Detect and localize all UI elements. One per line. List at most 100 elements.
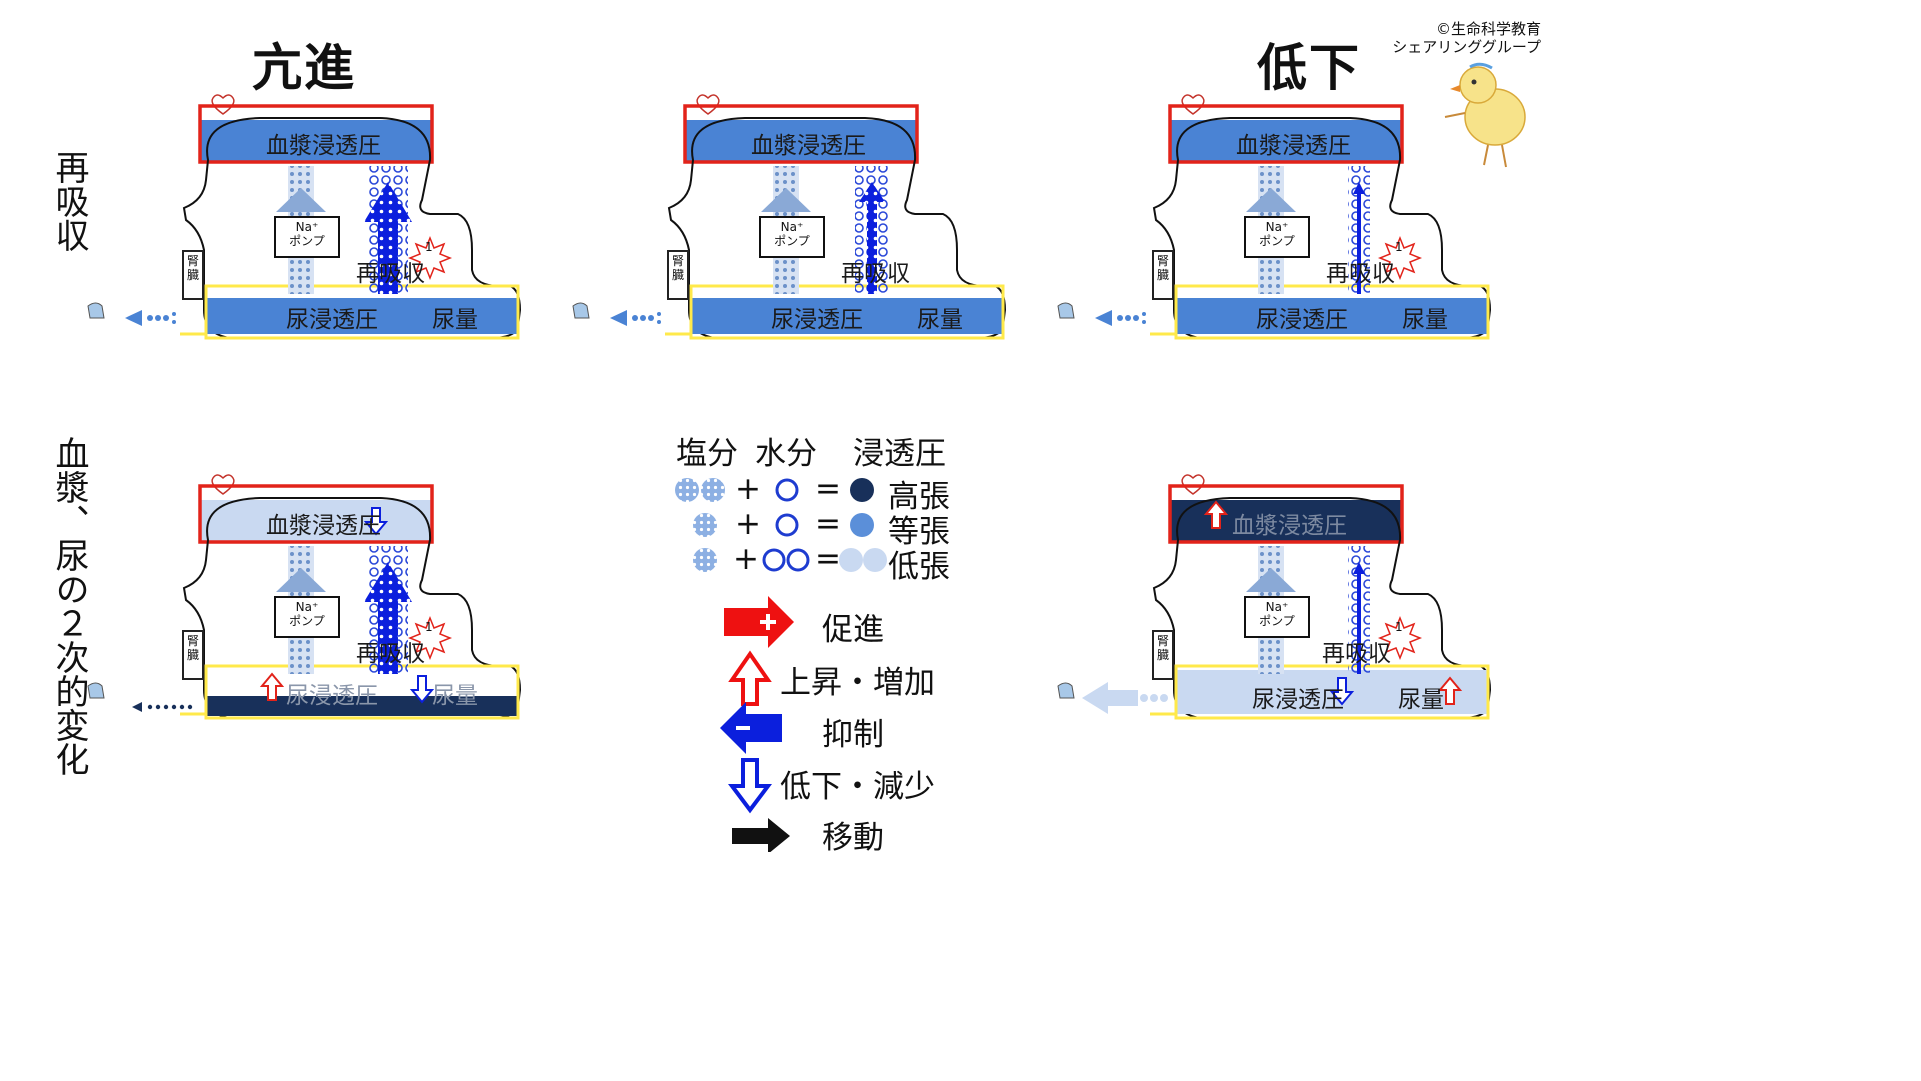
water-icon — [775, 513, 799, 537]
row-label-reabsorption: 再吸収 — [49, 150, 89, 252]
na-pump: Na⁺ ポンプ — [1244, 596, 1310, 638]
increase-arrow-icon — [728, 650, 772, 706]
heart-icon — [696, 94, 720, 115]
heart-box — [1168, 484, 1404, 544]
urine-fill — [1176, 298, 1488, 334]
urine-box — [204, 664, 520, 720]
move-arrow-icon — [732, 818, 790, 852]
toilet-icon — [1057, 682, 1075, 699]
heart-icon — [1181, 474, 1205, 495]
label-reabsorption: 再吸収 — [1326, 261, 1395, 287]
legend-isotonic: 等張 — [888, 514, 950, 550]
legend-hypertonic: 高張 — [888, 479, 950, 515]
heart-icon — [1181, 94, 1205, 115]
label-urine-volume: 尿量 — [917, 307, 963, 333]
label-plasma-osm: 血漿浸透圧 — [1232, 513, 1347, 539]
plasma-fill — [200, 120, 432, 162]
pump-line2: ポンプ — [1259, 234, 1295, 248]
label-reabsorption: 再吸収 — [356, 641, 425, 667]
decrease-arrow-icon — [363, 507, 389, 536]
panel-hyper-secondary: 血漿浸透圧 尿浸透圧 尿量 再吸収 腎臓 Na⁺ ポンプ 1 — [80, 470, 640, 790]
reabsorption-arrow — [364, 182, 412, 294]
legend-equals-1: = — [815, 471, 841, 507]
plasma-fill — [1170, 120, 1402, 162]
water-icon — [762, 548, 786, 572]
label-plasma-osm: 血漿浸透圧 — [751, 133, 866, 159]
heart-icon — [211, 94, 235, 115]
label-urine-volume: 尿量 — [1402, 307, 1448, 333]
legend-symbols — [675, 478, 887, 572]
label-plasma-osm: 血漿浸透圧 — [1236, 133, 1351, 159]
urine-fill — [206, 298, 518, 334]
legend-hypotonic: 低張 — [888, 549, 950, 585]
kidney-tag: 腎臓 — [1152, 250, 1174, 300]
legend-equals-3: = — [815, 541, 841, 577]
star-note-text: 1 — [1395, 240, 1403, 254]
panel-graphic — [1057, 474, 1492, 720]
isotonic-dot — [850, 513, 874, 537]
legend-increase: 上昇・増加 — [780, 665, 935, 701]
outflow-arrow — [1095, 310, 1112, 326]
decrease-arrow-icon — [728, 758, 772, 814]
panel-graphic — [87, 474, 522, 720]
pump-line1: Na⁺ — [1265, 600, 1289, 614]
heart-box — [683, 104, 919, 164]
decrease-arrow-icon — [409, 675, 435, 704]
legend-header-water: 水分 — [755, 436, 817, 472]
star-note-icon — [1377, 235, 1423, 281]
promote-arrow-icon — [724, 596, 794, 648]
legend-plus-3: + — [733, 541, 759, 577]
legend-decrease: 低下・減少 — [780, 769, 935, 805]
salt-arrow-head — [1246, 568, 1296, 592]
water-icon — [775, 478, 799, 502]
hypotonic-dot — [863, 548, 887, 572]
star-note-text: 1 — [425, 620, 433, 634]
toilet-icon — [572, 302, 590, 319]
outflow-arrow — [1082, 682, 1108, 714]
increase-arrow-icon — [259, 672, 285, 701]
salt-arrow-head — [276, 188, 326, 212]
legend-plus-1: + — [735, 471, 761, 507]
label-urine-osm: 尿浸透圧 — [1252, 687, 1344, 713]
na-pump: Na⁺ ポンプ — [759, 216, 825, 258]
row-label-secondary-change: 血漿、尿の２次的変化 — [49, 436, 89, 776]
na-pump: Na⁺ ポンプ — [1244, 216, 1310, 258]
star-note-icon — [407, 615, 453, 661]
salt-arrow-head — [1246, 188, 1296, 212]
pump-line2: ポンプ — [289, 234, 325, 248]
salt-icon — [701, 478, 725, 502]
salt-icon — [693, 548, 717, 572]
pump-line1: Na⁺ — [780, 220, 804, 234]
salt-arrow-head — [276, 568, 326, 592]
pump-line1: Na⁺ — [1265, 220, 1289, 234]
label-plasma-osm: 血漿浸透圧 — [266, 513, 381, 539]
panel-normal-reabsorption: 血漿浸透圧 尿浸透圧 尿量 再吸収 腎臓 Na⁺ ポンプ — [565, 90, 1125, 410]
credit-line1: ©生命科学教育 — [1435, 20, 1541, 38]
panel-hypo-secondary: 血漿浸透圧 尿浸透圧 尿量 再吸収 腎臓 Na⁺ ポンプ 1 — [1050, 470, 1610, 790]
plasma-fill — [1170, 500, 1402, 542]
salt-icon — [675, 478, 699, 502]
heart-box — [198, 104, 434, 164]
legend-header-osmotic: 浸透圧 — [853, 436, 946, 472]
hypotonic-dot — [839, 548, 863, 572]
legend-inhibit: 抑制 — [822, 717, 884, 753]
inhibit-arrow-icon — [720, 702, 782, 754]
heart-box — [1168, 104, 1404, 164]
legend-move: 移動 — [822, 820, 884, 856]
label-urine-volume: 尿量 — [1398, 687, 1444, 713]
pump-line1: Na⁺ — [295, 220, 319, 234]
label-urine-volume: 尿量 — [432, 683, 478, 709]
legend-plus-2: + — [735, 506, 761, 542]
pump-line2: ポンプ — [774, 234, 810, 248]
panel-hypo-reabsorption: 血漿浸透圧 尿浸透圧 尿量 再吸収 腎臓 Na⁺ ポンプ 1 — [1050, 90, 1610, 410]
reabsorption-arrow — [1353, 562, 1365, 674]
reabsorption-arrow — [859, 182, 885, 294]
legend-arrows — [720, 596, 794, 852]
label-urine-osm: 尿浸透圧 — [771, 307, 863, 333]
outflow-arrow — [610, 310, 627, 326]
label-reabsorption: 再吸収 — [841, 261, 910, 287]
na-pump: Na⁺ ポンプ — [274, 216, 340, 258]
plasma-fill — [685, 120, 917, 162]
heart-icon — [211, 474, 235, 495]
pump-line1: Na⁺ — [295, 600, 319, 614]
